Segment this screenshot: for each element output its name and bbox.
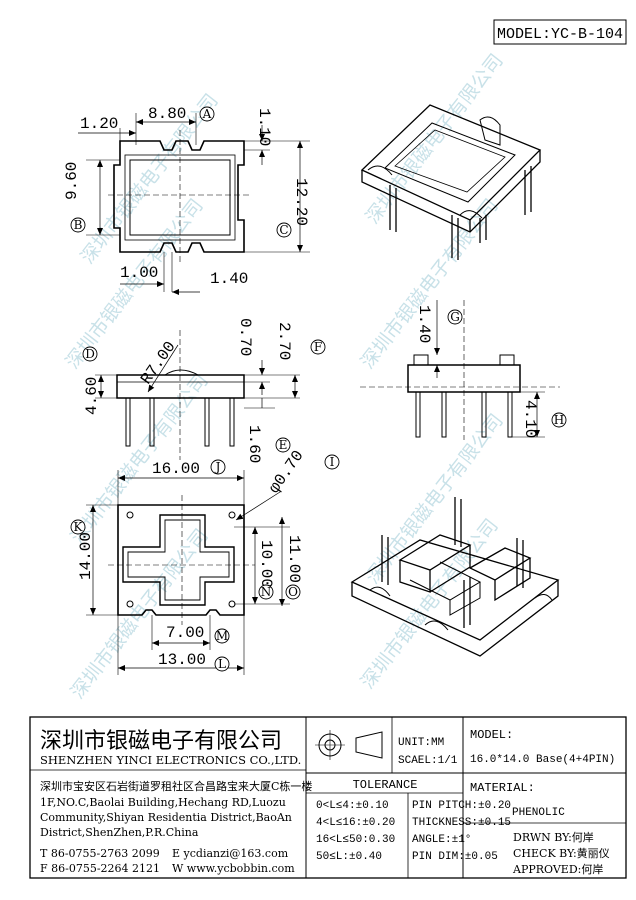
svg-text:F: F [314, 340, 322, 354]
marker-o: O [285, 584, 301, 600]
tolerance-left-1: 0<L≤4:±0.10 [316, 800, 389, 812]
svg-text:J: J [214, 460, 221, 474]
company-address-cn: 深圳市宝安区石岩街道罗租社区合昌路宝来大厦C栋一楼 [40, 779, 312, 793]
dim-9-60: 9.60 [63, 162, 81, 200]
dim-4-10: 4.10 [521, 400, 539, 438]
side-view [95, 330, 300, 460]
dim-1-40: 1.40 [210, 270, 248, 288]
dim-2-70: 2.70 [275, 322, 293, 360]
dim-14-00: 14.00 [77, 532, 95, 580]
tolerance-left-2: 4<L≤16:±0.20 [316, 817, 395, 829]
tolerance-left-4: 50≤L:±0.40 [316, 851, 382, 863]
dim-1-00: 1.00 [120, 264, 158, 282]
company-fax: F 86-0755-2264 2121 [40, 862, 160, 875]
marker-d: D [82, 346, 98, 362]
model-header: MODEL:YC-B-104 [493, 19, 627, 45]
dim-1-60: 1.60 [245, 425, 263, 463]
dim-13-00: 13.00 [158, 651, 206, 669]
svg-text:O: O [288, 585, 298, 599]
dim-r7-00: R7.00 [137, 338, 179, 388]
cross-outer [122, 514, 235, 606]
tolerance-right-1: PIN PITCH:±0.20 [412, 800, 511, 812]
marker-f: F [310, 339, 326, 355]
title-block: 深圳市银磁电子有限公司 SHENZHEN YINCI ELECTRONICS C… [29, 716, 627, 879]
svg-text:E: E [279, 438, 288, 452]
projection-symbol-icon [315, 730, 383, 760]
bottom-view [86, 470, 290, 675]
markers: A B C D E F G H I J K L M N O [70, 106, 567, 672]
tolerance-left-3: 16<L≤50:0.30 [316, 834, 395, 846]
svg-text:L: L [218, 657, 226, 671]
svg-text:H: H [554, 413, 564, 427]
dim-7-00: 7.00 [166, 624, 204, 642]
company-web: W www.ycbobbin.com [172, 862, 295, 875]
marker-e: E [275, 437, 291, 453]
model-value: 16.0*14.0 Base(4+4PIN) [470, 754, 615, 766]
dim-10-00: 10.00 [257, 540, 275, 588]
drawn-by: DRWN BY:何岸 [513, 831, 594, 844]
iso-view-top [360, 104, 542, 260]
top-view-labels: 8.80 1.10 1.20 9.60 12.20 1.00 1.40 [63, 105, 310, 288]
dim-1-10: 1.10 [255, 108, 273, 146]
dim-phi-0-70: φ0.70 [265, 447, 307, 497]
company-tel: T 86-0755-2763 2099 [40, 847, 160, 860]
svg-text:G: G [450, 310, 460, 324]
svg-text:N: N [261, 585, 272, 599]
dim-16-00: 16.00 [152, 460, 200, 478]
svg-text:C: C [279, 223, 288, 237]
marker-l: L [214, 656, 230, 672]
dim-0-70: 0.70 [236, 318, 254, 356]
marker-i: I [324, 454, 340, 470]
marker-j: J [210, 459, 226, 475]
marker-b: B [70, 217, 86, 233]
marker-h: H [551, 412, 567, 428]
svg-text:M: M [216, 629, 228, 643]
dim-11-00: 11.00 [285, 535, 303, 583]
tolerance-right-3: ANGLE:±1° [412, 834, 471, 846]
top-view [78, 113, 310, 295]
iso-view-bottom [350, 497, 560, 657]
model-header-text: MODEL:YC-B-104 [497, 26, 623, 43]
tolerance-title: TOLERANCE [353, 778, 418, 792]
marker-n: N [258, 584, 274, 600]
company-name-en: SHENZHEN YINCI ELECTRONICS CO.,LTD. [40, 753, 301, 767]
watermark-layer: 深圳市银磁电子有限公司 深圳市银磁电子有限公司 深圳市银磁电子有限公司 深圳市银… [62, 50, 508, 703]
side-view-right [360, 300, 560, 440]
company-address-en-3: District,ShenZhen,P.R.China [40, 826, 199, 839]
scale-label: SCAEL:1/1 [398, 755, 458, 767]
company-address-en-1: 1F,NO.C,Baolai Building,Hechang RD,Luozu [40, 796, 286, 809]
approved-by: APPROVED:何岸 [512, 863, 603, 876]
dim-12-20: 12.20 [292, 178, 310, 226]
svg-text:B: B [74, 218, 83, 232]
marker-c: C [276, 222, 292, 238]
marker-g: G [447, 309, 463, 325]
material-value: PHENOLIC [512, 807, 565, 819]
unit-label: UNIT:MM [398, 737, 444, 749]
tolerance-right-2: THICKNESS:±0.15 [412, 817, 511, 829]
marker-a: A [199, 106, 215, 122]
company-email: E ycdianzi@163.com [172, 847, 289, 860]
svg-text:D: D [85, 347, 95, 361]
dim-1-20: 1.20 [80, 115, 118, 133]
marker-k: K [70, 519, 86, 535]
dim-4-60: 4.60 [83, 377, 101, 415]
dim-1-40-right: 1.40 [415, 305, 433, 343]
svg-text:A: A [202, 107, 212, 121]
company-address-en-2: Community,Shiyan Residentia District,Bao… [40, 811, 292, 824]
marker-m: M [214, 628, 230, 644]
model-label: MODEL: [470, 728, 513, 742]
svg-text:I: I [330, 455, 335, 469]
checked-by: CHECK BY:黄丽仪 [513, 846, 610, 860]
dim-8-80: 8.80 [148, 105, 186, 123]
company-name-cn: 深圳市银磁电子有限公司 [40, 729, 282, 754]
svg-text:K: K [74, 520, 84, 534]
material-label: MATERIAL: [470, 781, 535, 795]
side-view-right-labels: 1.40 4.10 [415, 305, 539, 438]
tolerance-right-4: PIN DIM:±0.05 [412, 851, 498, 863]
